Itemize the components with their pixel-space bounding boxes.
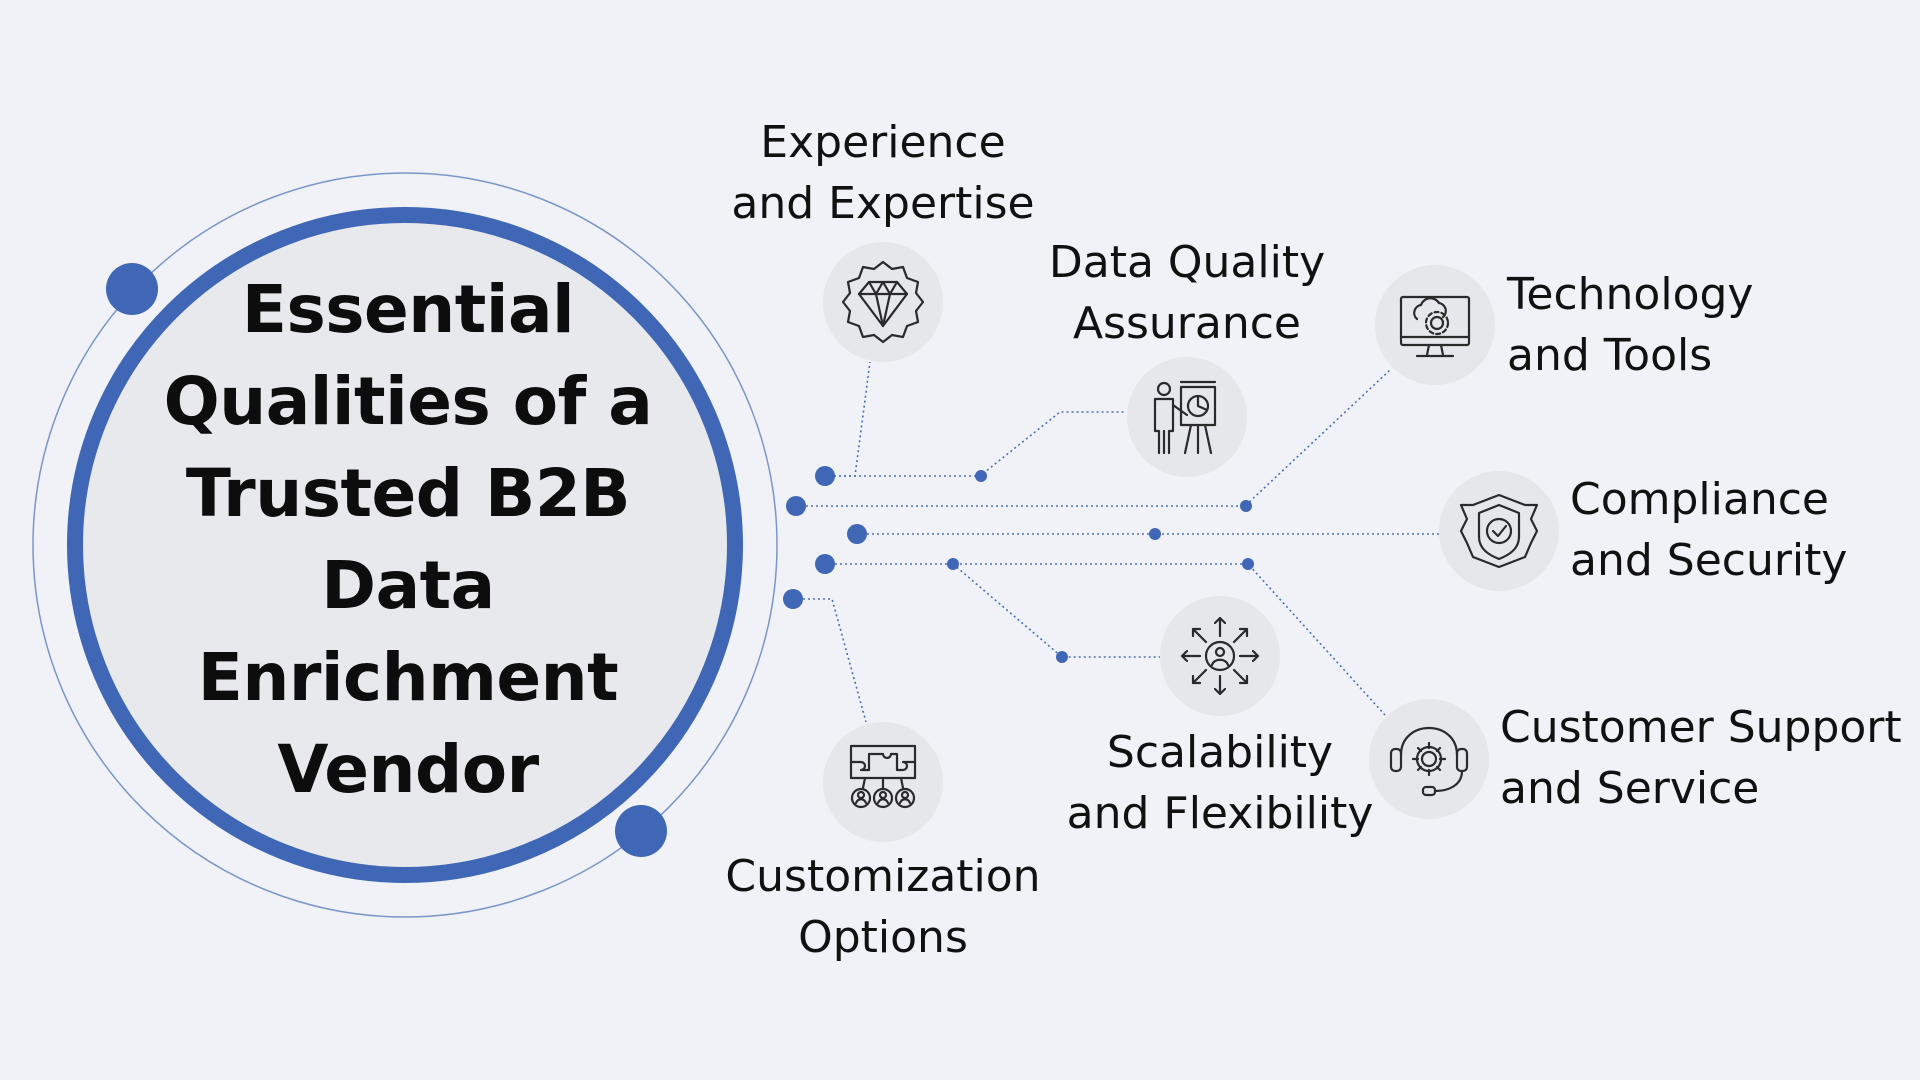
expand-arrows-user-icon: [1180, 616, 1260, 696]
start-dot: [847, 524, 867, 544]
ring-accent-dot-bottom: [615, 805, 667, 857]
shield-check-icon: [1459, 493, 1539, 569]
start-dot: [815, 554, 835, 574]
icon-circles: [823, 242, 1559, 842]
hub-title-wrap: Essential Qualities of a Trusted B2B Dat…: [98, 271, 718, 808]
connector-lines: [793, 361, 1440, 723]
outer-ring: [32, 172, 778, 918]
title-line: Enrichment: [197, 639, 619, 716]
start-dots: [783, 466, 867, 609]
label-compliance: Compliance and Security: [1570, 469, 1847, 591]
connector-customization: [793, 598, 867, 723]
label-line: Data Quality: [1048, 237, 1326, 288]
label-line: Scalability: [1106, 727, 1334, 778]
page-title: Essential Qualities of a Trusted B2B Dat…: [98, 264, 718, 816]
junction-dot: [1240, 500, 1252, 512]
label-line: and Tools: [1507, 330, 1713, 381]
label-experience: Experience and Expertise: [731, 112, 1034, 234]
label-line: Options: [798, 912, 968, 963]
junction-dot: [975, 470, 987, 482]
icon-circle-data-quality: [1127, 357, 1247, 477]
icon-circle-support: [1369, 699, 1489, 819]
label-line: Customization: [725, 851, 1041, 902]
icon-circle-technology: [1375, 265, 1495, 385]
presentation-chart-icon: [1153, 380, 1217, 455]
connector-scalability: [825, 563, 1386, 716]
label-support: Customer Support and Service: [1500, 697, 1902, 819]
connector-scalability-branch: [952, 563, 1160, 658]
label-line: Technology: [1507, 269, 1754, 320]
connector-experience-up: [824, 361, 871, 477]
connector-technology: [796, 369, 1391, 507]
junction-dot: [1242, 558, 1254, 570]
monitor-cloud-gear-icon: [1399, 295, 1471, 358]
label-line: Assurance: [1072, 298, 1302, 349]
title-line: Essential: [241, 271, 575, 348]
junction-dot: [1149, 528, 1161, 540]
ring-accent-dot-top: [106, 263, 158, 315]
label-line: and Flexibility: [1066, 788, 1374, 839]
label-data-quality: Data Quality Assurance: [1049, 232, 1325, 354]
diamond-icon: [841, 260, 925, 344]
title-line: Trusted B2B Data: [185, 455, 631, 624]
title-line: Vendor: [277, 731, 539, 808]
label-technology: Technology and Tools: [1507, 264, 1753, 386]
icon-circle-compliance: [1439, 471, 1559, 591]
hub-circle: [67, 207, 743, 883]
label-line: and Expertise: [731, 178, 1035, 229]
puzzle-people-icon: [849, 744, 917, 809]
title-line: Qualities of a: [163, 363, 653, 440]
label-line: Compliance: [1570, 474, 1829, 525]
connector-experience: [824, 411, 1125, 477]
label-scalability: Scalability and Flexibility: [1067, 722, 1374, 844]
start-dot: [786, 496, 806, 516]
icon-circle-experience: [823, 242, 943, 362]
junction-dot: [1056, 651, 1068, 663]
junction-dots: [947, 470, 1254, 663]
label-line: and Service: [1500, 763, 1760, 814]
label-line: Experience: [760, 117, 1006, 168]
start-dot: [783, 589, 803, 609]
start-dot: [815, 466, 835, 486]
junction-dot: [947, 558, 959, 570]
label-line: and Security: [1570, 535, 1848, 586]
headset-gear-icon: [1389, 726, 1469, 797]
label-customization: Customization Options: [725, 846, 1040, 968]
label-line: Customer Support: [1500, 702, 1902, 753]
